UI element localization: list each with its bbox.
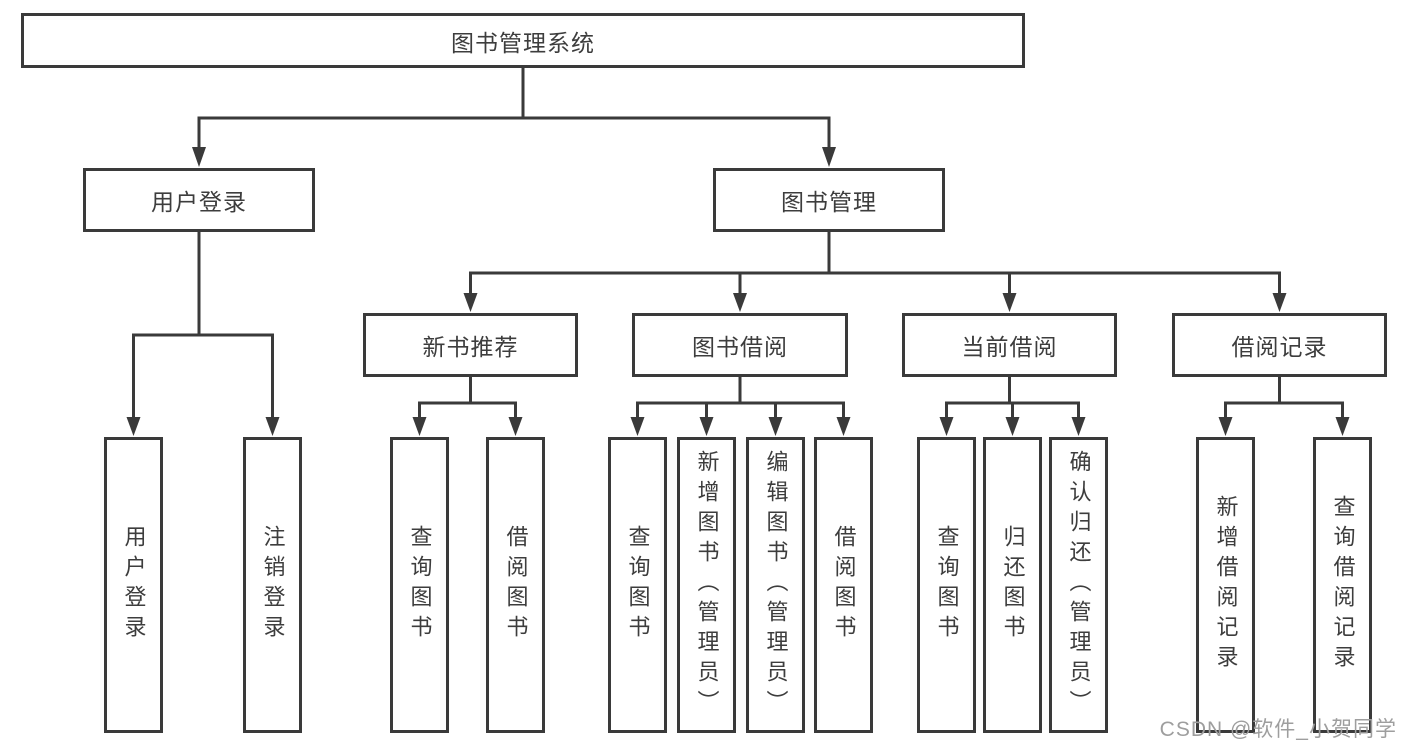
watermark: CSDN @软件_小贺同学 <box>1159 718 1397 741</box>
connector-borrow-group <box>636 401 845 419</box>
leaf-query-books-current: 查询图书 <box>917 437 976 733</box>
arrowhead-icon <box>192 147 206 167</box>
leaf-label: 编辑图书（管理员） <box>763 450 789 720</box>
connector-tree <box>132 68 1344 419</box>
arrowhead-icon <box>1272 293 1287 312</box>
leaf-logout: 注销登录 <box>243 437 302 733</box>
arrowhead-icon <box>463 293 478 312</box>
leaf-add-book-admin: 新增图书（管理员） <box>677 437 736 733</box>
leaf-query-borrow-record: 查询借阅记录 <box>1313 437 1372 733</box>
leaf-label: 新增图书（管理员） <box>694 450 720 720</box>
arrowhead-icon <box>1218 417 1233 436</box>
leaf-borrow-books: 借阅图书 <box>814 437 873 733</box>
arrowhead-icon <box>768 417 783 436</box>
connector-root-to-level2 <box>197 68 831 149</box>
leaf-query-books-recommend: 查询图书 <box>390 437 449 733</box>
leaf-label: 新增借阅记录 <box>1213 495 1239 675</box>
arrowhead-icon <box>1071 417 1086 436</box>
arrowhead-icon <box>1005 417 1020 436</box>
leaf-label: 确认归还（管理员） <box>1066 450 1092 720</box>
leaf-confirm-return-admin: 确认归还（管理员） <box>1049 437 1108 733</box>
leaf-label: 借阅图书 <box>503 525 529 645</box>
leaf-add-borrow-record: 新增借阅记录 <box>1196 437 1255 733</box>
arrowhead-icon <box>508 417 523 436</box>
leaf-edit-book-admin: 编辑图书（管理员） <box>746 437 805 733</box>
connector-login-to-leaves <box>132 232 274 419</box>
leaf-label: 借阅图书 <box>831 525 857 645</box>
node-user-login: 用户登录 <box>83 168 315 232</box>
arrowhead-icon <box>412 417 427 436</box>
node-book-borrow: 图书借阅 <box>632 313 848 377</box>
leaf-query-books-borrow: 查询图书 <box>608 437 667 733</box>
leaf-label: 查询图书 <box>625 525 651 645</box>
node-library-management-system: 图书管理系统 <box>21 13 1025 68</box>
arrowhead-icon <box>630 417 645 436</box>
arrowhead-icon <box>939 417 954 436</box>
arrowhead-icons <box>126 147 1350 436</box>
arrowhead-icon <box>265 417 280 436</box>
connector-manage-to-level3 <box>469 232 1281 295</box>
arrowhead-icon <box>733 293 747 312</box>
node-new-book-recommend: 新书推荐 <box>363 313 578 377</box>
node-current-borrow: 当前借阅 <box>902 313 1117 377</box>
node-borrow-record: 借阅记录 <box>1172 313 1387 377</box>
leaf-label: 注销登录 <box>260 525 286 645</box>
leaf-return-books: 归还图书 <box>983 437 1042 733</box>
leaf-label: 用户登录 <box>121 525 147 645</box>
leaf-label: 查询借阅记录 <box>1330 495 1356 675</box>
arrowhead-icon <box>822 147 836 167</box>
leaf-label: 查询图书 <box>934 525 960 645</box>
connector-recommend-group <box>418 401 517 419</box>
node-book-management: 图书管理 <box>713 168 945 232</box>
arrowhead-icon <box>699 417 714 436</box>
leaf-user-login: 用户登录 <box>104 437 163 733</box>
connector-record-group <box>1224 401 1344 419</box>
arrowhead-icon <box>1002 293 1017 312</box>
arrowhead-icon <box>126 417 141 436</box>
arrowhead-icon <box>836 417 851 436</box>
arrowhead-icon <box>1335 417 1350 436</box>
leaf-borrow-books-recommend: 借阅图书 <box>486 437 545 733</box>
leaf-label: 查询图书 <box>407 525 433 645</box>
connector-current-group <box>945 401 1080 419</box>
connector-level3-stems <box>469 377 1281 403</box>
leaf-label: 归还图书 <box>1000 525 1026 645</box>
